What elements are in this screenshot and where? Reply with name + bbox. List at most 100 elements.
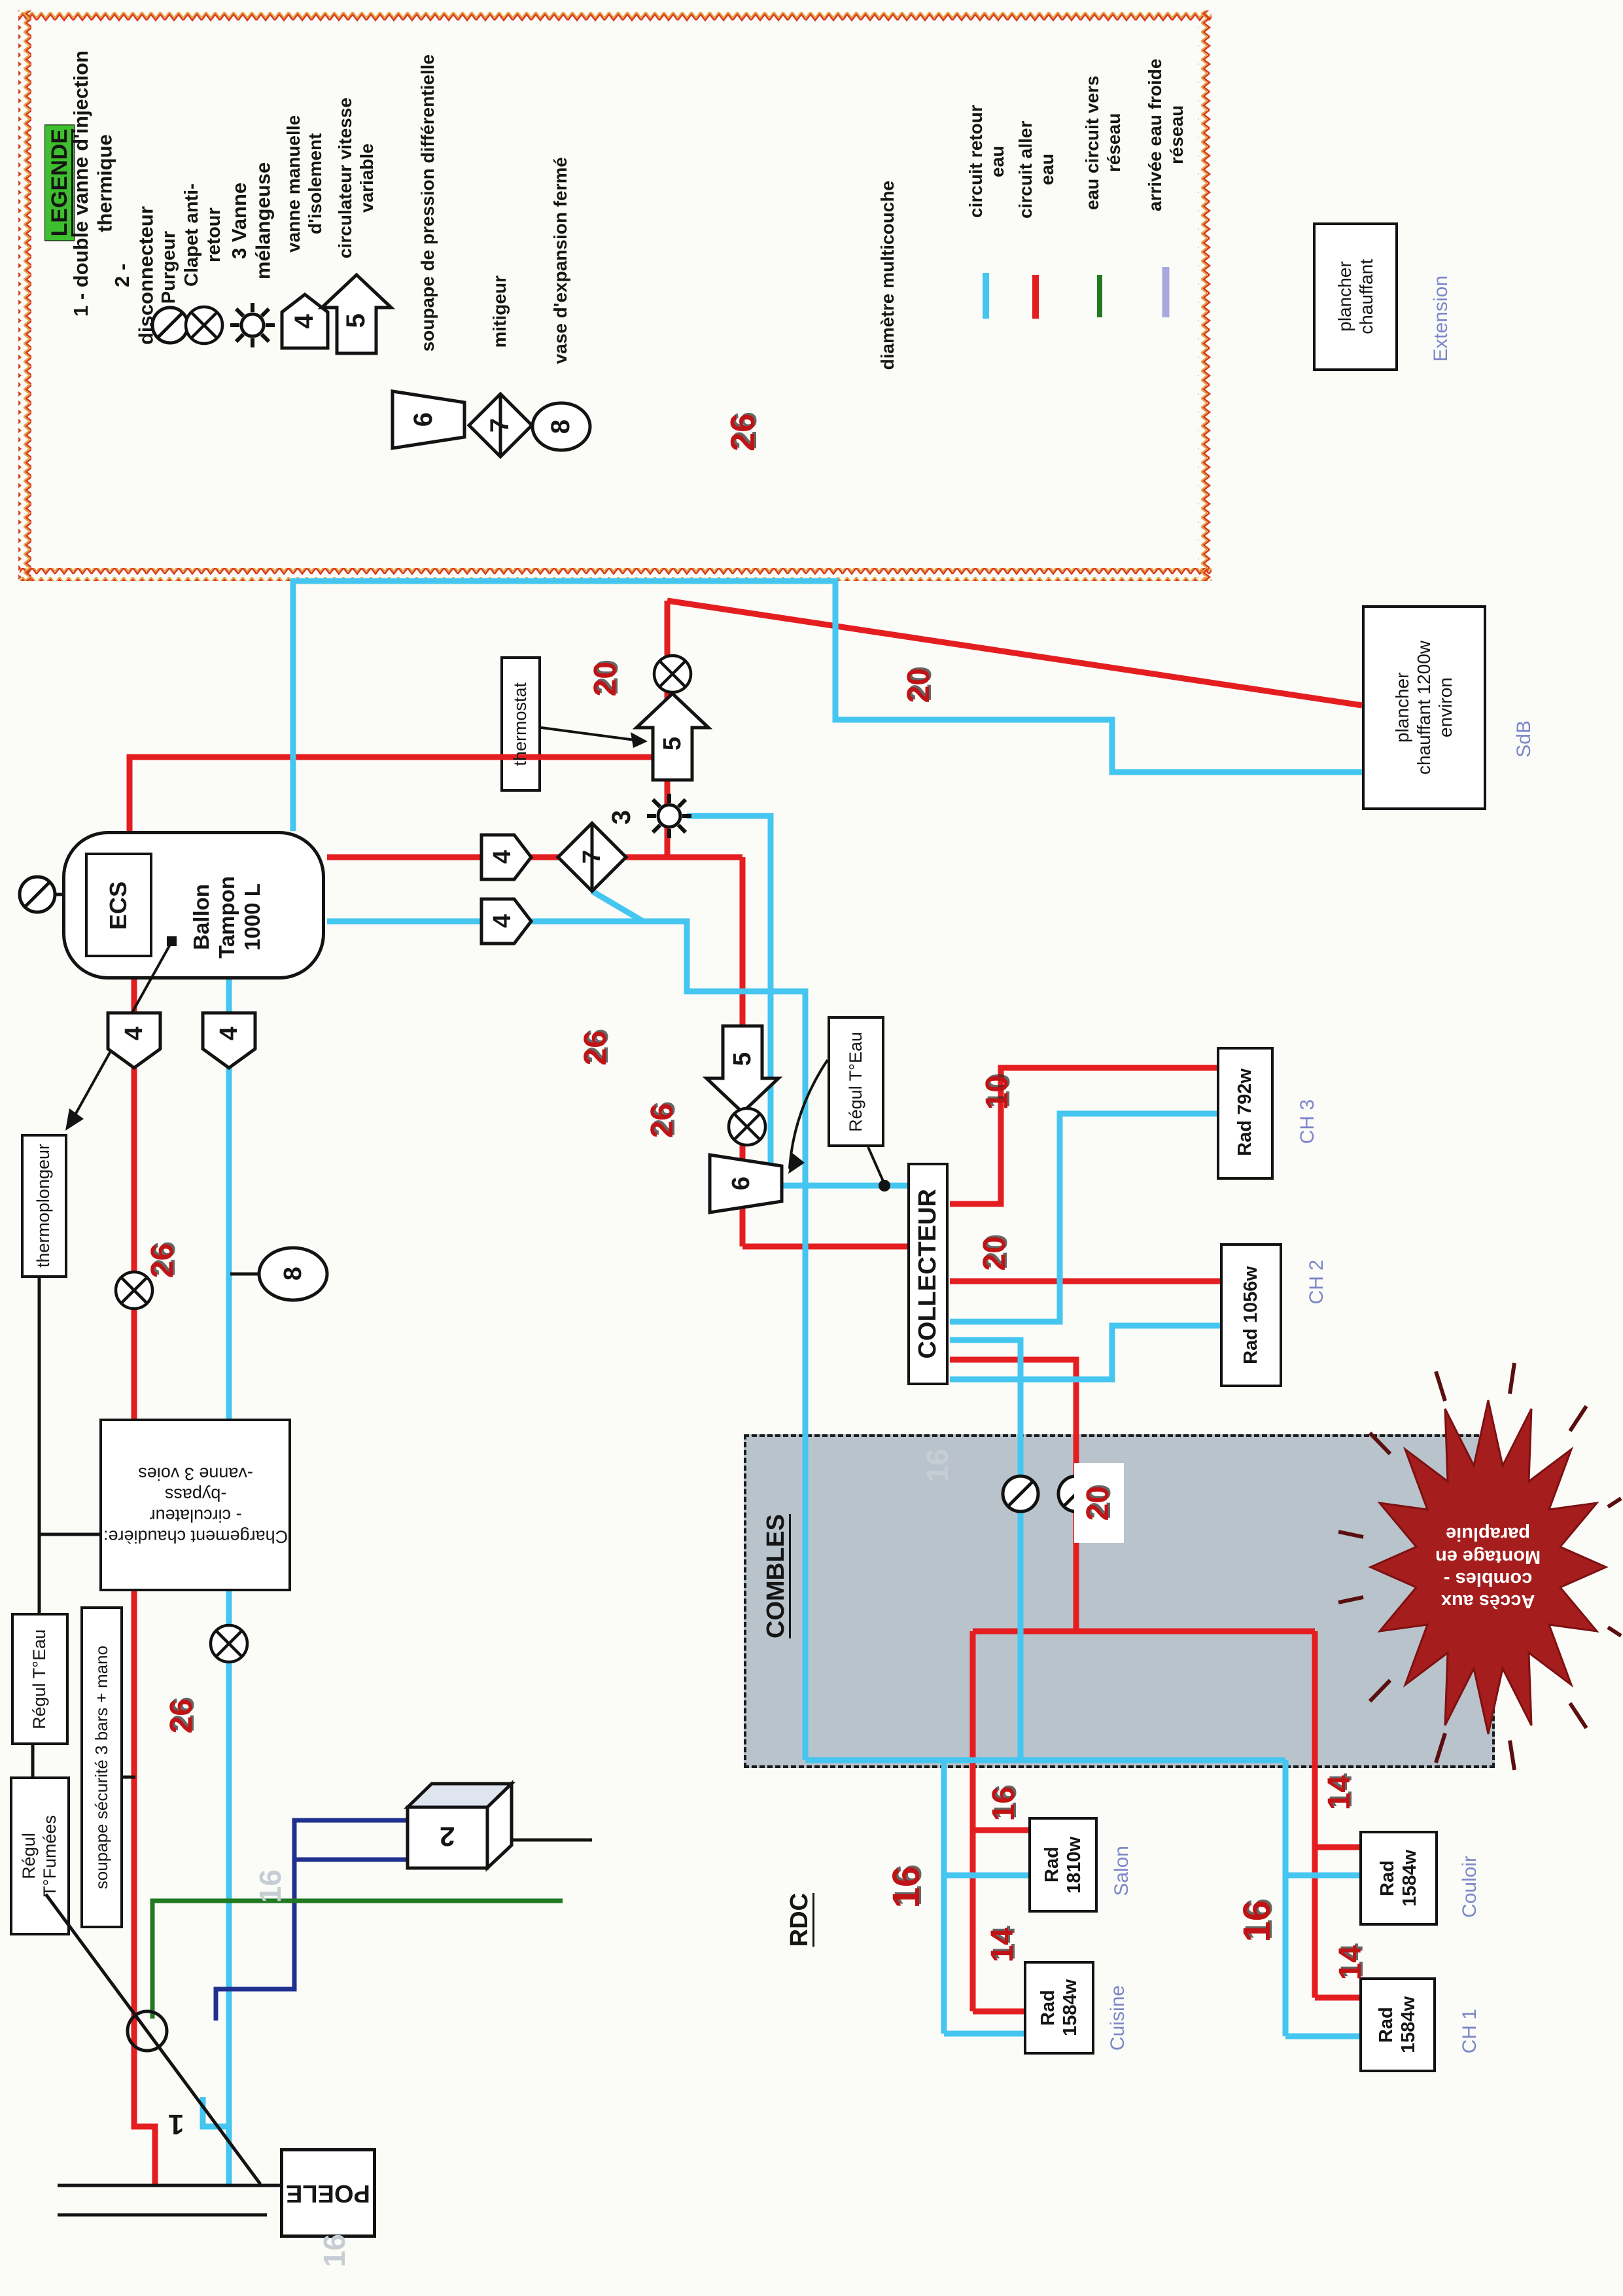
regul-tfumees-line-1: Régul bbox=[19, 1833, 39, 1879]
num-4-legend: 4 bbox=[290, 300, 320, 343]
num-7-diagram: 7 bbox=[577, 836, 607, 878]
legend-item-mitigeur: mitigeur bbox=[485, 243, 515, 380]
dim-20-b: 20 bbox=[901, 653, 936, 718]
thermostat-text: thermostat bbox=[510, 682, 531, 766]
legend-expansion-icon bbox=[531, 401, 592, 452]
regul-trap-arrow-line bbox=[788, 1059, 829, 1169]
num-4-c: 4 bbox=[487, 836, 517, 878]
legend-color-froide: arrivée eau froide réseau bbox=[1145, 36, 1187, 234]
legend-num-26: 26 bbox=[724, 400, 763, 465]
dim-26-d: 26 bbox=[645, 1088, 680, 1154]
num-5-up-text: 5 bbox=[658, 737, 686, 751]
num-2-text: 2 bbox=[440, 1821, 455, 1852]
legend-pressure-valve-icon bbox=[391, 389, 466, 450]
dim-16-b-text: 16 bbox=[986, 1786, 1021, 1822]
radiator-1584-cuisine-label: Rad 1584w bbox=[1026, 1964, 1092, 2052]
num-4-d: 4 bbox=[487, 900, 517, 942]
dim-16-c: 16 bbox=[1236, 1886, 1278, 1956]
disconnector-cube bbox=[403, 1780, 516, 1872]
legend-item-manuelle-text: vanne manuelle d'isolement bbox=[283, 115, 325, 253]
legend-item-circulateur: circulateur vitesse variable bbox=[335, 80, 377, 276]
legend-manual-valve-icon bbox=[280, 292, 330, 350]
legend-mitigeur-icon bbox=[466, 391, 534, 459]
purgeur-flue bbox=[126, 2009, 169, 2053]
access-warning-starburst bbox=[1338, 1362, 1622, 1771]
dim-16-b: 16 bbox=[986, 1773, 1021, 1835]
legend-item-1: 1 - double vanne d'injection thermique bbox=[69, 18, 116, 349]
collecteur-label: COLLECTEUR bbox=[910, 1165, 946, 1383]
dim-20-d-patch bbox=[1074, 1463, 1124, 1543]
radiator-1584-cuisine-box bbox=[1024, 1961, 1094, 2055]
regul-teau-right-label: Régul T°Eau bbox=[830, 1019, 882, 1144]
circulator-up bbox=[632, 691, 713, 782]
num-8-legend-text: 8 bbox=[546, 419, 576, 434]
legend-item-clapet-text: Clapet anti-retour bbox=[181, 183, 224, 287]
dim-14-a-text: 14 bbox=[985, 1928, 1020, 1963]
room-extension: Extension bbox=[1427, 274, 1456, 364]
dim-26-a: 26 bbox=[145, 1228, 180, 1294]
flue-diagonal bbox=[44, 1893, 262, 2185]
dim-16-a-text: 16 bbox=[884, 1865, 928, 1909]
num-8-legend: 8 bbox=[546, 406, 576, 448]
num-4-legend-text: 4 bbox=[290, 313, 319, 329]
plancher-sdb-line-1: plancher bbox=[1392, 672, 1413, 743]
num-6-legend: 6 bbox=[409, 398, 439, 440]
valve-symbols bbox=[20, 272, 1094, 2053]
legend-color-retour-text: circuit retour eau bbox=[965, 105, 1007, 219]
num-4-c-text: 4 bbox=[488, 850, 516, 864]
starburst-line-2: combles - bbox=[1444, 1568, 1533, 1589]
radiator-1056-box bbox=[1220, 1243, 1282, 1387]
legend-color-reseau: eau circuit vers réseau bbox=[1082, 60, 1124, 225]
thermoplongeur-arrowhead bbox=[65, 1108, 84, 1131]
radiator-1584-couloir-box bbox=[1359, 1831, 1438, 1926]
radiator-792-box bbox=[1217, 1047, 1274, 1180]
legend-item-soupape: soupape de pression différentielle bbox=[413, 44, 443, 362]
manual-valve-cyan-tank bbox=[201, 1011, 257, 1070]
legend-item-clapet: Clapet anti-retour bbox=[181, 167, 224, 303]
mitigeur-7 bbox=[555, 821, 629, 894]
room-ch2: CH 2 bbox=[1302, 1245, 1332, 1318]
soupape-securite-box bbox=[80, 1606, 123, 1928]
room-ch1-text: CH 1 bbox=[1459, 2008, 1481, 2054]
room-sdb: SdB bbox=[1510, 709, 1539, 769]
num-4-a-text: 4 bbox=[120, 1027, 148, 1041]
manual-valve-red-tank bbox=[106, 1011, 162, 1070]
tank-line-2: Tampon bbox=[214, 876, 239, 959]
legend-item-purgeur: Purgeur bbox=[153, 231, 184, 304]
dim-20-c: 20 bbox=[977, 1221, 1012, 1286]
legend-item-melangeuse: 3 Vanne mélangeuse bbox=[228, 139, 275, 302]
tank-line-1: Ballon bbox=[188, 884, 213, 951]
num-4-d-text: 4 bbox=[488, 914, 516, 928]
dim-10: 10 bbox=[979, 1060, 1015, 1125]
plancher-ext-line-1: plancher bbox=[1334, 261, 1355, 332]
dim-20-d-text: 20 bbox=[1080, 1486, 1115, 1521]
dim-26-c: 26 bbox=[578, 1016, 613, 1081]
dim-20-d: 20 bbox=[1081, 1471, 1116, 1536]
legend-item-soupape-text: soupape de pression différentielle bbox=[417, 54, 438, 352]
num-4-a: 4 bbox=[119, 1013, 149, 1055]
num-2-disconnector: 2 bbox=[432, 1814, 463, 1860]
num-5-down-text: 5 bbox=[728, 1052, 756, 1067]
radiator-1584-couloir-text: Rad 1584w bbox=[1376, 1849, 1420, 1907]
mixing-valve-3 bbox=[647, 794, 691, 838]
plancher-sdb-line-3: environ bbox=[1435, 677, 1456, 738]
dim-20-a: 20 bbox=[588, 646, 623, 712]
num-5-legend-text: 5 bbox=[341, 313, 371, 328]
dim-26-b: 26 bbox=[164, 1684, 199, 1749]
num-4-b-text: 4 bbox=[215, 1027, 243, 1041]
ghost-16-c: 16 bbox=[317, 2220, 351, 2282]
room-cuisine: Cuisine bbox=[1103, 1968, 1133, 2068]
legend-item-2: 2 - disconnecteur bbox=[111, 204, 158, 347]
soupape-label: soupape sécurité 3 bars + mano bbox=[83, 1609, 120, 1926]
legend-item-vase: vase d'expansion fermé bbox=[546, 145, 576, 376]
legend-color-samples bbox=[983, 267, 1170, 319]
tank-sensor-dot bbox=[167, 936, 177, 946]
dim-10-text: 10 bbox=[979, 1075, 1015, 1110]
radiator-1810-label: Rad 1810w bbox=[1031, 1820, 1095, 1910]
legend-item-2-text: 2 - disconnecteur bbox=[111, 206, 158, 345]
ghost-16-b-text: 16 bbox=[920, 1449, 954, 1483]
radiator-1810-box bbox=[1028, 1817, 1098, 1913]
